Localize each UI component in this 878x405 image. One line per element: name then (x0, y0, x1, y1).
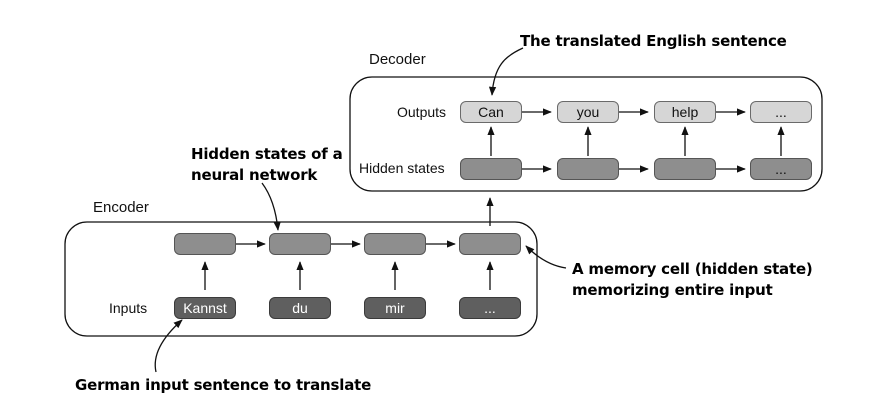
hidden-states-pointer (261, 182, 281, 231)
hidden-states-label: Hidden states (359, 160, 445, 176)
german-input-annotation: German input sentence to translate (75, 376, 372, 394)
decoder-panel (349, 76, 823, 192)
encoder-panel (64, 221, 538, 337)
output-token-1: Can (460, 101, 522, 123)
memory-cell-annotation-line2: memorizing entire input (572, 281, 773, 299)
decoder-hidden-state-3 (654, 158, 716, 180)
encoder-hidden-state-1 (174, 233, 236, 255)
german-pointer (154, 319, 183, 373)
decoder-hidden-state-2 (557, 158, 619, 180)
encoder-hidden-state-2 (269, 233, 331, 255)
decoder-hidden-state-1 (460, 158, 522, 180)
memory-cell-pointer (525, 245, 567, 269)
input-token-4: ... (459, 297, 521, 319)
translated-annotation: The translated English sentence (520, 32, 787, 50)
output-token-3: help (654, 101, 716, 123)
output-token-4: ... (750, 101, 812, 123)
hidden-states-annotation-line2: neural network (191, 166, 318, 184)
translated-pointer (488, 47, 524, 96)
output-token-2: you (557, 101, 619, 123)
encoder-hidden-state-4 (459, 233, 521, 255)
hidden-states-annotation-line1: Hidden states of a (191, 145, 343, 163)
input-token-2: du (269, 297, 331, 319)
outputs-label: Outputs (397, 104, 447, 120)
encoder-hidden-state-3 (364, 233, 426, 255)
input-token-1: Kannst (174, 297, 236, 319)
memory-cell-annotation-line1: A memory cell (hidden state) (572, 260, 813, 278)
input-token-3: mir (364, 297, 426, 319)
decoder-title: Decoder (369, 51, 426, 68)
decoder-hidden-state-4: ... (750, 158, 812, 180)
inputs-label: Inputs (109, 300, 148, 316)
encoder-title: Encoder (93, 199, 149, 216)
